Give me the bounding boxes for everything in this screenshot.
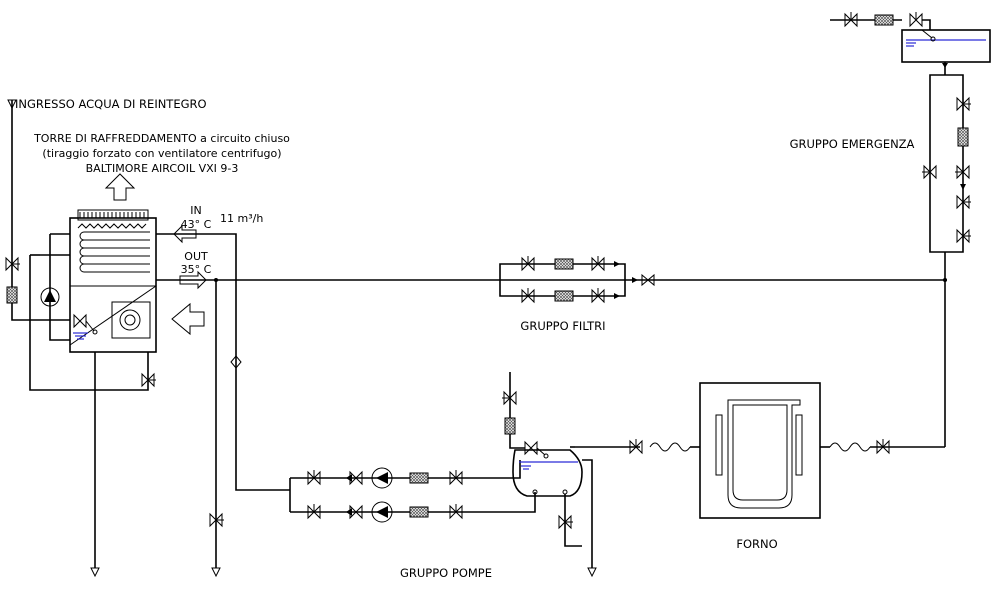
- pump-group: [289, 460, 536, 523]
- tower-in-line: [156, 224, 290, 491]
- out-temp-label: 35° C: [181, 263, 212, 276]
- tower-title-line2: (tiraggio forzato con ventilatore centri…: [42, 147, 281, 160]
- tower-out-line: [156, 270, 947, 578]
- emergency-group-label: GRUPPO EMERGENZA: [790, 137, 915, 151]
- in-line-fitting-icon: [230, 355, 242, 369]
- filter-group: [499, 256, 655, 304]
- flow-rate-label: 11 m³/h: [220, 212, 263, 225]
- emergency-tank: [901, 29, 991, 63]
- furnace-supply-line: [575, 439, 700, 455]
- makeup-filter-icon: [6, 286, 18, 304]
- drain-valve[interactable]: [141, 372, 156, 388]
- in-label: IN: [190, 204, 201, 217]
- furnace: [699, 382, 821, 519]
- spray-pump-icon[interactable]: [40, 287, 60, 307]
- tower-title-line3: BALTIMORE AIRCOIL VXI 9-3: [86, 162, 239, 175]
- cooling-tower: [69, 173, 157, 353]
- furnace-label: FORNO: [736, 537, 777, 551]
- tank-drain-arrow-icon: [587, 567, 597, 578]
- tower-spray-loop: [29, 233, 149, 391]
- out-arrow-icon: [179, 270, 207, 290]
- emergency-group: [830, 12, 991, 447]
- tower-drain-arrow-icon: [90, 567, 100, 578]
- makeup-valve[interactable]: [5, 256, 20, 272]
- in-temp-label: 43° C: [181, 218, 212, 231]
- buffer-tank: [502, 372, 597, 578]
- tower-title-line1: TORRE DI RAFFREDDAMENTO a circuito chius…: [33, 132, 290, 145]
- filter-check-valve-icon: [641, 273, 655, 287]
- out-label: OUT: [184, 250, 208, 263]
- filter-group-label: GRUPPO FILTRI: [520, 319, 605, 333]
- pump-group-label: GRUPPO POMPE: [400, 566, 492, 580]
- furnace-return-line: [820, 439, 945, 455]
- in-arrow-icon: [173, 224, 197, 244]
- makeup-water-label: INGRESSO ACQUA DI REINTEGRO: [15, 97, 207, 111]
- air-inlet-arrow-icon: [171, 302, 205, 336]
- out-drain-arrow-icon: [211, 567, 221, 578]
- exhaust-arrow-icon: [104, 173, 136, 201]
- out-drain-valve[interactable]: [209, 512, 224, 528]
